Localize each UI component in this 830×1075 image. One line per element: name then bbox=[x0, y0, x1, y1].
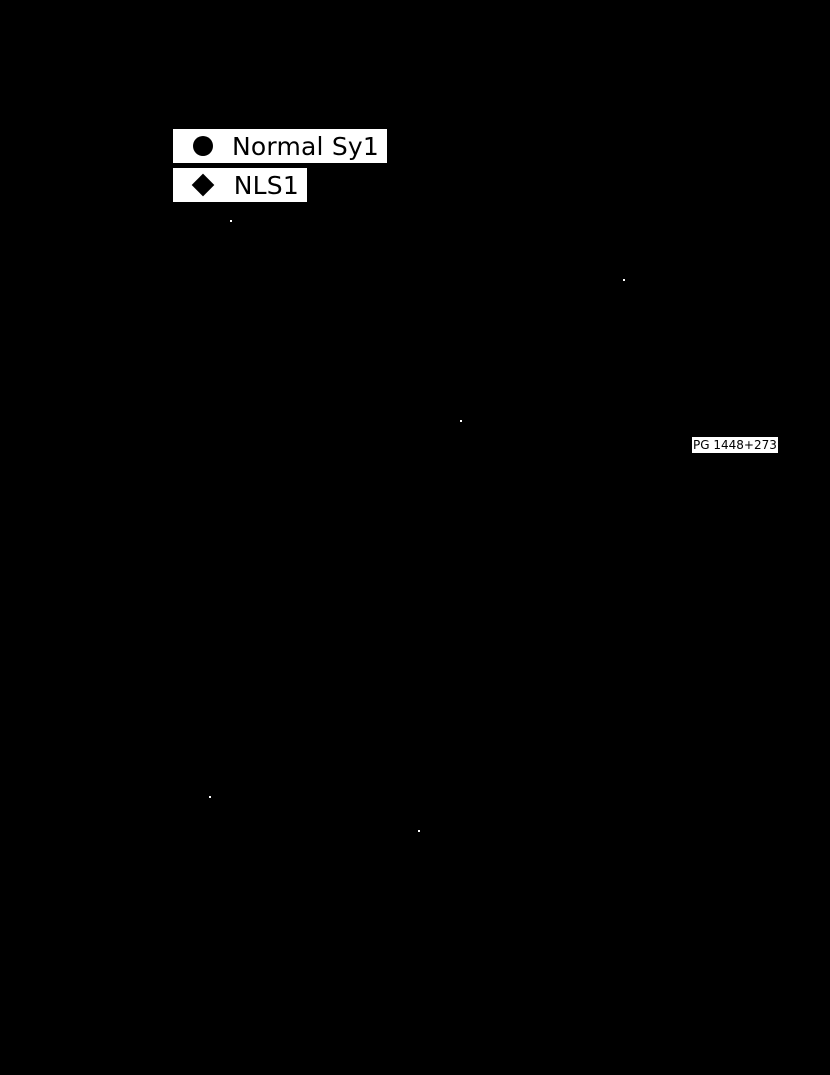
legend-item-normal-sy1: Normal Sy1 bbox=[173, 129, 387, 163]
circle-marker-icon bbox=[173, 136, 232, 156]
legend-label: NLS1 bbox=[233, 170, 299, 200]
data-point bbox=[230, 220, 232, 222]
data-point bbox=[460, 420, 462, 422]
diamond-marker-icon bbox=[173, 173, 234, 197]
legend-label: Normal Sy1 bbox=[232, 131, 379, 161]
legend-item-nls1: NLS1 bbox=[173, 168, 307, 202]
data-point bbox=[623, 279, 625, 281]
data-point bbox=[418, 830, 420, 832]
annotation-label: PG 1448+273 bbox=[692, 437, 778, 453]
data-point bbox=[209, 796, 211, 798]
